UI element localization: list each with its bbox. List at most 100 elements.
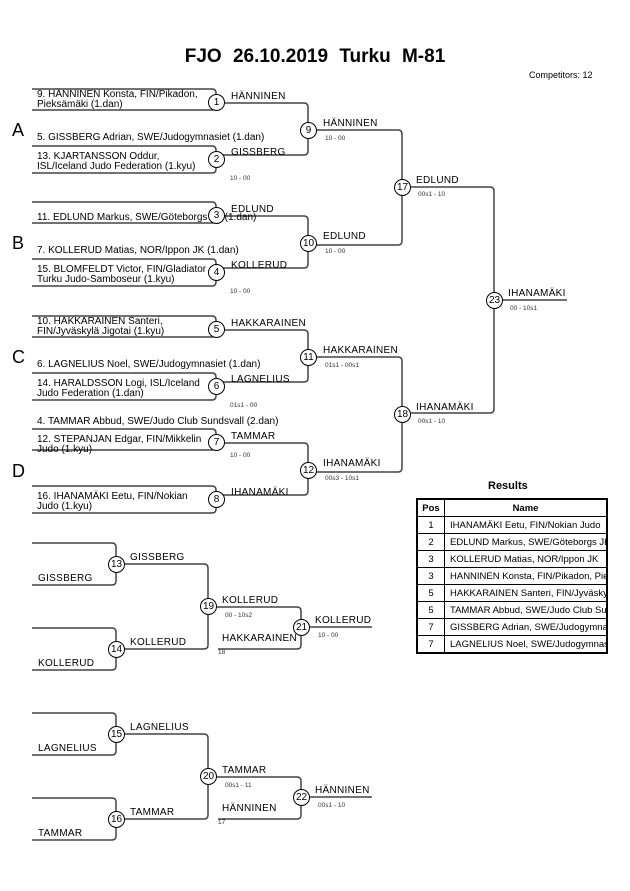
bracket-line-m18 (308, 356, 403, 473)
match-score: 01s1 - 00 (230, 402, 258, 409)
result-pos: 5 (416, 601, 445, 619)
loser-entrant: HÄNNINEN (222, 803, 277, 814)
results-header-row: Pos Name (416, 498, 608, 517)
match-winner: KOLLERUD (231, 260, 288, 271)
match-winner: KOLLERUD (130, 637, 187, 648)
match-number: 9 (300, 122, 317, 139)
result-pos: 7 (416, 635, 445, 654)
match-score: 00s3 - 10s1 (325, 475, 359, 482)
result-pos: 3 (416, 550, 445, 568)
pool-label-d: D (12, 461, 25, 481)
match-winner: IHANAMÄKI (416, 402, 474, 413)
match-number: 16 (108, 811, 125, 828)
loser-source-match: 17 (218, 819, 226, 826)
match-number: 17 (394, 179, 411, 196)
match-number: 19 (200, 598, 217, 615)
match-winner: HÄNNINEN (315, 785, 370, 796)
match-winner: IHANAMÄKI (231, 487, 289, 498)
match-score: 00s1 - 10 (418, 418, 446, 425)
result-name: HAKKARAINEN Santeri, FIN/Jyväskylä Jigot… (444, 584, 608, 602)
result-name: TAMMAR Abbud, SWE/Judo Club Sundsvall (444, 601, 608, 619)
results-header-pos: Pos (416, 498, 445, 517)
result-name: EDLUND Markus, SWE/Göteborgs JK (444, 533, 608, 551)
result-name: HANNINEN Konsta, FIN/Pikadon, Pieksämäki (444, 567, 608, 585)
match-score: 10 - 00 (230, 175, 251, 182)
match-winner: LAGNELIUS (231, 374, 290, 385)
repechage-entrant: KOLLERUD (38, 658, 95, 669)
pool-label-a: A (12, 120, 25, 140)
bracket-line-m23 (402, 186, 495, 414)
match-winner: KOLLERUD (315, 615, 372, 626)
results-title: Results (488, 480, 528, 492)
bracket-line-m17 (308, 129, 403, 246)
match-number: 7 (208, 434, 225, 451)
pool-label-c: C (12, 347, 25, 367)
match-number: 3 (208, 207, 225, 224)
match-number: 23 (486, 292, 503, 309)
match-score: 00s1 - 10 (318, 802, 346, 809)
match-winner: HAKKARAINEN (231, 318, 306, 329)
repechage-entrant: LAGNELIUS (38, 743, 97, 754)
result-pos: 1 (416, 516, 445, 534)
match-winner: HÄNNINEN (323, 118, 378, 129)
match-winner: EDLUND (323, 231, 366, 242)
final-score: 00 - 10s1 (510, 305, 538, 312)
match-number: 13 (108, 556, 125, 573)
repechage-entrant: TAMMAR (38, 828, 83, 839)
match-number: 18 (394, 406, 411, 423)
entry-label: 4. TAMMAR Abbud, SWE/Judo Club Sundsvall… (37, 416, 279, 427)
match-winner: TAMMAR (130, 807, 175, 818)
result-pos: 5 (416, 584, 445, 602)
competitors-count: Competitors: 12 (529, 70, 593, 80)
match-winner: GISSBERG (231, 147, 286, 158)
match-winner: GISSBERG (130, 552, 185, 563)
match-score: 10 - 00 (230, 452, 251, 459)
entry-label: 13. KJARTANSSON Oddur, ISL/Iceland Judo … (37, 151, 196, 172)
match-score: 00s1 - 11 (225, 782, 252, 789)
match-number: 12 (300, 462, 317, 479)
result-name: LAGNELIUS Noel, SWE/Judogymnasiet (444, 635, 608, 654)
match-score: 10 - 00 (230, 288, 251, 295)
match-number: 22 (293, 789, 310, 806)
match-number: 1 (208, 94, 225, 111)
match-score: 10 - 00 (318, 632, 339, 639)
entry-label: 15. BLOMFELDT Victor, FIN/Gladiator Turk… (37, 264, 207, 285)
entry-label: 5. GISSBERG Adrian, SWE/Judogymnasiet (1… (37, 132, 265, 143)
match-winner: EDLUND (231, 204, 274, 215)
match-number: 2 (208, 151, 225, 168)
entry-label: 10. HAKKARAINEN Santeri, FIN/Jyväskylä J… (37, 316, 165, 337)
entry-label: 11. EDLUND Markus, SWE/Göteborgs JK (1.d… (37, 212, 257, 223)
match-number: 10 (300, 235, 317, 252)
match-winner: EDLUND (416, 175, 459, 186)
entry-label: 12. STEPANJAN Edgar, FIN/Mikkelin Judo (… (37, 434, 202, 455)
match-winner: HÄNNINEN (231, 91, 286, 102)
entry-label: 9. HÄNNINEN Konsta, FIN/Pikadon, Pieksäm… (37, 89, 198, 110)
loser-source-match: 18 (218, 649, 226, 656)
match-winner: TAMMAR (222, 765, 267, 776)
entry-label: 6. LAGNELIUS Noel, SWE/Judogymnasiet (1.… (37, 359, 261, 370)
match-number: 20 (200, 768, 217, 785)
match-winner: LAGNELIUS (130, 722, 189, 733)
match-winner: HAKKARAINEN (323, 345, 398, 356)
repechage-entrant: GISSBERG (38, 573, 93, 584)
result-name: KOLLERUD Matias, NOR/Ippon JK (444, 550, 608, 568)
match-number: 14 (108, 641, 125, 658)
match-winner: KOLLERUD (222, 595, 279, 606)
match-number: 6 (208, 378, 225, 395)
match-score: 00s1 - 10 (418, 191, 446, 198)
match-score: 10 - 00 (325, 248, 346, 255)
entry-label: 7. KOLLERUD Matias, NOR/Ippon JK (1.dan) (37, 245, 239, 256)
match-winner: IHANAMÄKI (323, 458, 381, 469)
match-number: 11 (300, 349, 317, 366)
results-header-name: Name (444, 498, 608, 517)
match-score: 00 - 10s2 (225, 612, 253, 619)
